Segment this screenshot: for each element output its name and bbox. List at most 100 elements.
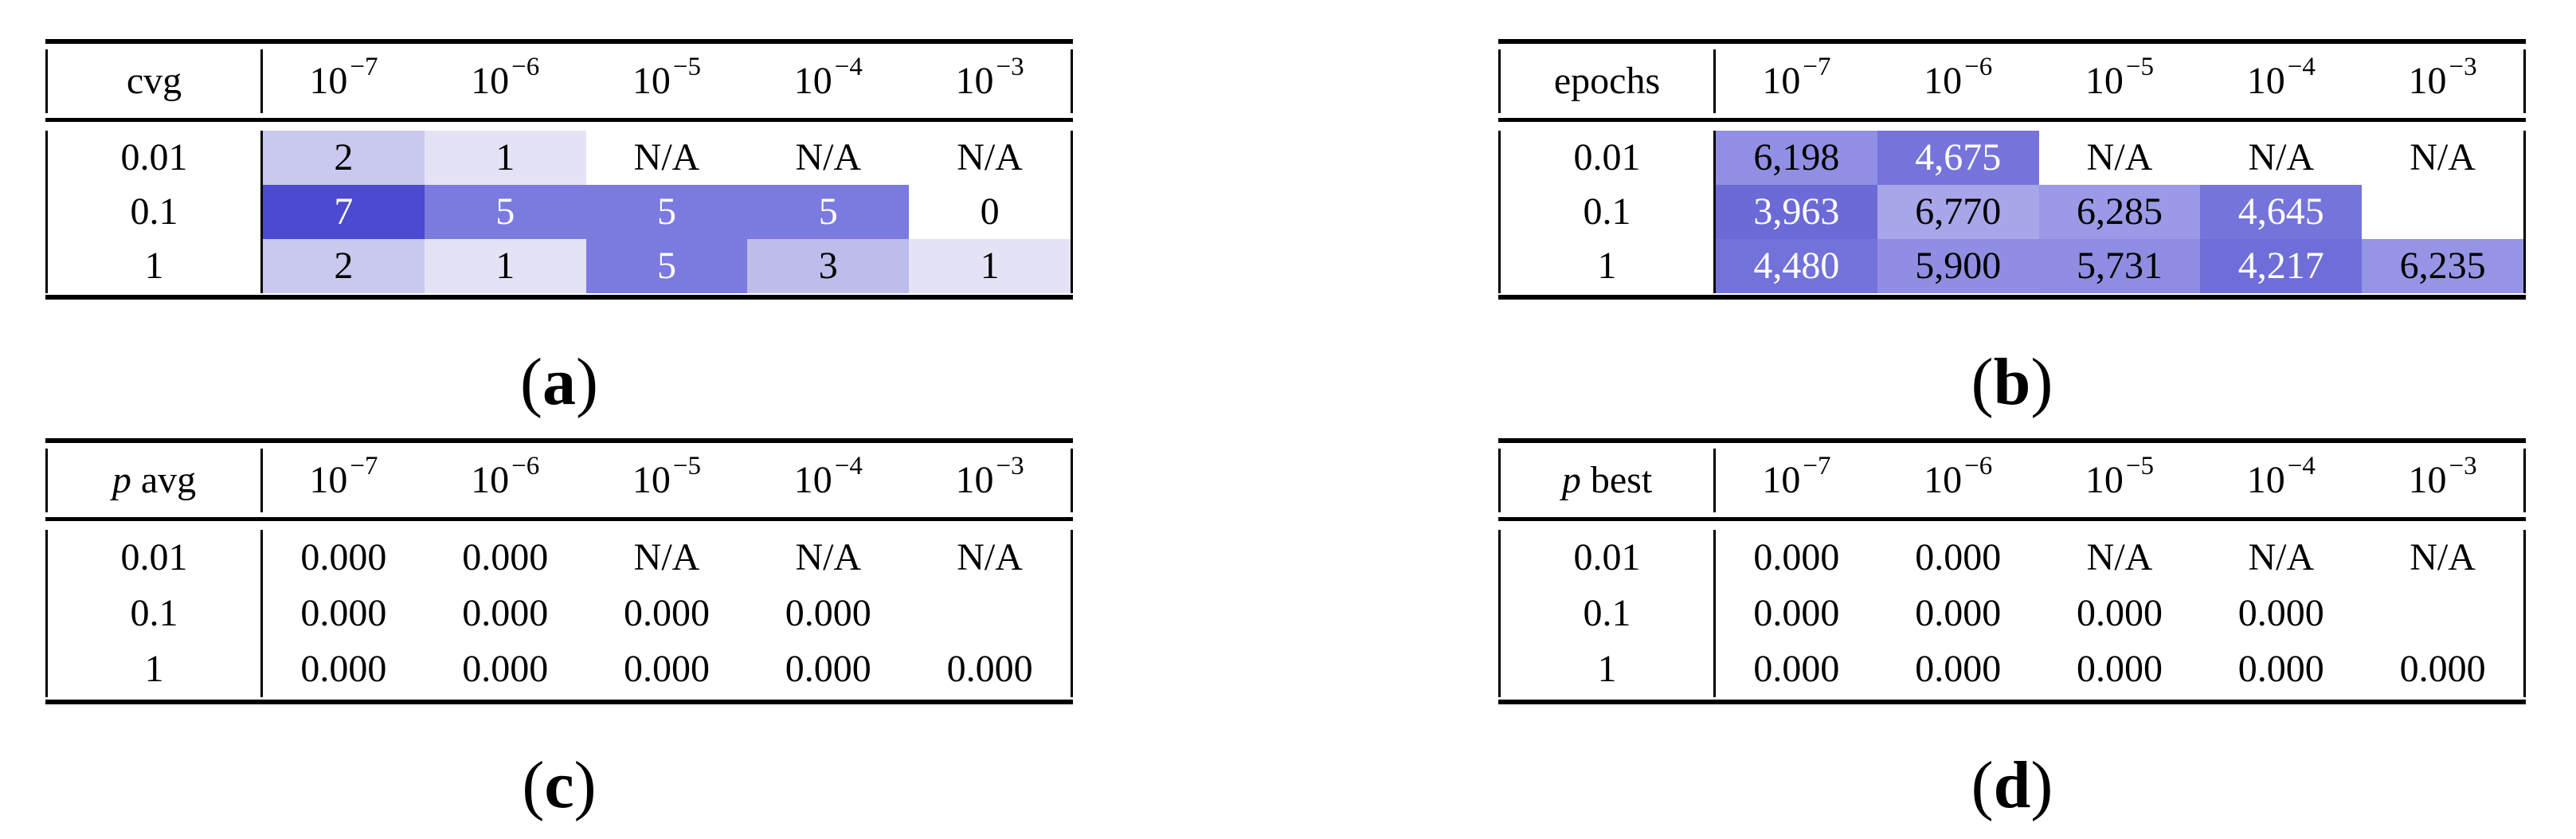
data-cell: 3,963 — [1716, 185, 1877, 239]
mid-rule — [45, 517, 1073, 521]
col-header-exp: −3 — [996, 451, 1024, 480]
data-cell: 0.000 — [462, 648, 549, 690]
col-header: 10−6 — [425, 49, 586, 113]
col-header: 10−5 — [586, 449, 748, 512]
corner-label-italic: p — [112, 459, 131, 501]
data-cell: 0 — [909, 185, 1073, 239]
corner-label-text: avg — [131, 459, 197, 501]
mid-rule — [1498, 517, 2526, 521]
data-cell: 2 — [263, 131, 425, 185]
bottom-rule — [1498, 295, 2526, 300]
data-cell — [909, 586, 1073, 641]
data-cell: 0.000 — [1753, 648, 1840, 690]
table-row: 1 0.000 0.000 0.000 0.000 0.000 — [45, 641, 1073, 697]
data-cell — [2362, 185, 2526, 239]
data-cell: 0.000 — [623, 592, 710, 634]
col-header-exp: −6 — [1964, 52, 1993, 81]
bottom-rule — [1498, 700, 2526, 704]
data-cell: 6,198 — [1716, 131, 1877, 185]
col-header: 10−6 — [1877, 449, 2039, 512]
data-cell — [2362, 586, 2526, 641]
col-header: 10−4 — [2200, 449, 2362, 512]
bottom-rule — [45, 700, 1073, 704]
data-cell: 0.000 — [1753, 592, 1840, 634]
data-cell: 0.000 — [2076, 648, 2163, 690]
data-cell: 6,235 — [2362, 239, 2526, 293]
row-label: 0.1 — [1498, 185, 1716, 239]
table-p-best: p best 10−7 10−6 10−5 10−4 10−3 0.01 0.0… — [1498, 438, 2526, 704]
corner-label-text: best — [1580, 459, 1653, 501]
corner-label-epochs: epochs — [1498, 49, 1716, 113]
data-cell: 5 — [747, 185, 910, 239]
col-header-exp: −3 — [2449, 52, 2477, 81]
col-header-base: 10 — [2246, 60, 2285, 102]
col-header: 10−7 — [1716, 449, 1877, 512]
table-p-avg: p avg 10−7 10−6 10−5 10−4 10−3 0.01 0.00… — [45, 438, 1073, 704]
caption-paren-open: ( — [522, 748, 545, 822]
data-cell: N/A — [2086, 536, 2153, 578]
row-label: 1 — [45, 239, 263, 293]
data-cell: 5 — [424, 185, 586, 239]
col-header-base: 10 — [632, 60, 671, 102]
table-row: 0.01 2 1 N/A N/A N/A — [45, 131, 1073, 185]
col-header-base: 10 — [1924, 60, 1963, 102]
data-cell: 1 — [424, 131, 586, 185]
table-epochs-header: epochs 10−7 10−6 10−5 10−4 10−3 — [1498, 49, 2526, 113]
data-cell: 1 — [424, 239, 586, 293]
col-header: 10−3 — [2362, 49, 2526, 113]
row-label: 1 — [1498, 239, 1716, 293]
col-header-base: 10 — [2246, 459, 2285, 501]
table-p-avg-body: 0.01 0.000 0.000 N/A N/A N/A 0.1 0.000 0… — [45, 530, 1073, 697]
data-cell: 0.000 — [1915, 536, 2002, 578]
data-cell: 4,675 — [1877, 131, 2039, 185]
data-cell: 2 — [263, 239, 425, 293]
caption-b: (b) — [1498, 344, 2526, 421]
col-header: 10−5 — [586, 49, 748, 113]
col-header-exp: −7 — [1803, 451, 1831, 480]
caption-a: (a) — [45, 344, 1073, 421]
table-epochs-body: 0.01 6,198 4,675 N/A N/A N/A 0.1 3,963 6… — [1498, 131, 2526, 293]
col-header-exp: −4 — [2287, 52, 2316, 81]
corner-label-cvg: cvg — [45, 49, 263, 113]
col-header-exp: −5 — [2125, 451, 2155, 480]
row-label: 0.01 — [45, 131, 263, 185]
col-header-base: 10 — [2408, 459, 2447, 501]
table-row: 0.1 3,963 6,770 6,285 4,645 — [1498, 185, 2526, 239]
col-header-base: 10 — [1924, 459, 1963, 501]
data-cell: 4,217 — [2200, 239, 2363, 293]
data-cell: 6,285 — [2038, 185, 2201, 239]
col-header-base: 10 — [955, 459, 994, 501]
data-cell: 0.000 — [785, 648, 871, 690]
col-header-exp: −5 — [672, 52, 702, 81]
col-header-exp: −4 — [834, 451, 863, 480]
caption-paren-close: ) — [574, 748, 597, 822]
data-cell: N/A — [909, 131, 1073, 185]
data-cell: N/A — [2362, 530, 2526, 586]
table-epochs: epochs 10−7 10−6 10−5 10−4 10−3 0.01 6,1… — [1498, 39, 2526, 300]
row-label: 0.01 — [1498, 530, 1716, 586]
row-label: 1 — [1498, 641, 1716, 697]
table-row: 1 2 1 5 3 1 — [45, 239, 1073, 293]
col-header-exp: −4 — [2287, 451, 2316, 480]
col-header: 10−3 — [909, 449, 1073, 512]
col-header-base: 10 — [1762, 60, 1801, 102]
table-cvg-body: 0.01 2 1 N/A N/A N/A 0.1 7 5 5 5 0 1 2 1… — [45, 131, 1073, 293]
col-header-exp: −3 — [996, 52, 1024, 81]
data-cell: 0.000 — [462, 592, 549, 634]
col-header-base: 10 — [632, 459, 671, 501]
col-header-exp: −5 — [2125, 52, 2155, 81]
data-cell: 5,731 — [2038, 239, 2201, 293]
col-header: 10−7 — [263, 49, 425, 113]
data-cell: N/A — [633, 536, 700, 578]
data-cell: 6,770 — [1877, 185, 2039, 239]
caption-letter-d: d — [1993, 748, 2031, 822]
top-rule — [45, 438, 1073, 443]
table-row: 1 4,480 5,900 5,731 4,217 6,235 — [1498, 239, 2526, 293]
col-header-base: 10 — [309, 60, 348, 102]
col-header: 10−3 — [2362, 449, 2526, 512]
table-cvg: cvg 10−7 10−6 10−5 10−4 10−3 0.01 2 1 N/… — [45, 39, 1073, 300]
data-cell: N/A — [2248, 136, 2315, 178]
data-cell: 0.000 — [300, 648, 387, 690]
col-header: 10−3 — [909, 49, 1073, 113]
